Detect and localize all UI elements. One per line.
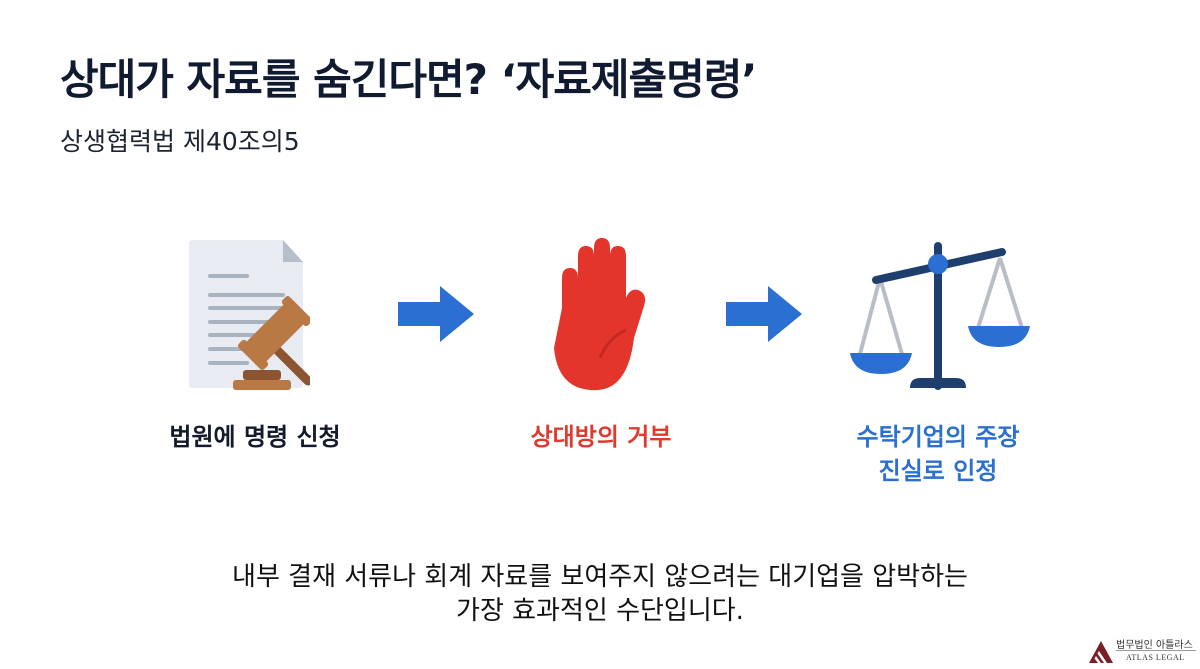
arrow-right-icon <box>726 286 802 342</box>
atlas-logo-icon <box>1089 641 1113 663</box>
document-gavel-icon <box>189 240 310 390</box>
step-label-refusal: 상대방의 거부 <box>530 423 672 451</box>
page-title: 상대가 자료를 숨긴다면? ‘자료제출명령’ <box>60 55 757 104</box>
logo-english: ATLAS LEGAL <box>1126 653 1185 662</box>
logo-divider <box>1116 650 1196 651</box>
summary-line-2: 가장 효과적인 수단입니다. <box>456 596 744 626</box>
summary-line-1: 내부 결재 서류나 회계 자료를 보여주지 않으려는 대기업을 압박하는 <box>232 562 968 592</box>
step-label-result-line2: 진실로 인정 <box>878 457 998 485</box>
page-subtitle: 상생협력법 제40조의5 <box>60 127 300 156</box>
arrow-right-icon <box>398 286 474 342</box>
logo-korean: 법무법인 아틀라스 <box>1116 640 1193 651</box>
stop-hand-icon <box>554 238 646 391</box>
step-label-result-line1: 수탁기업의 주장 <box>856 423 1020 451</box>
firm-logo: 법무법인 아틀라스 ATLAS LEGAL <box>1086 636 1198 668</box>
scales-of-justice-icon <box>850 242 1030 390</box>
step-label-result: 수탁기업의 주장 진실로 인정 <box>788 420 1088 488</box>
step-label-apply: 법원에 명령 신청 <box>169 423 341 451</box>
